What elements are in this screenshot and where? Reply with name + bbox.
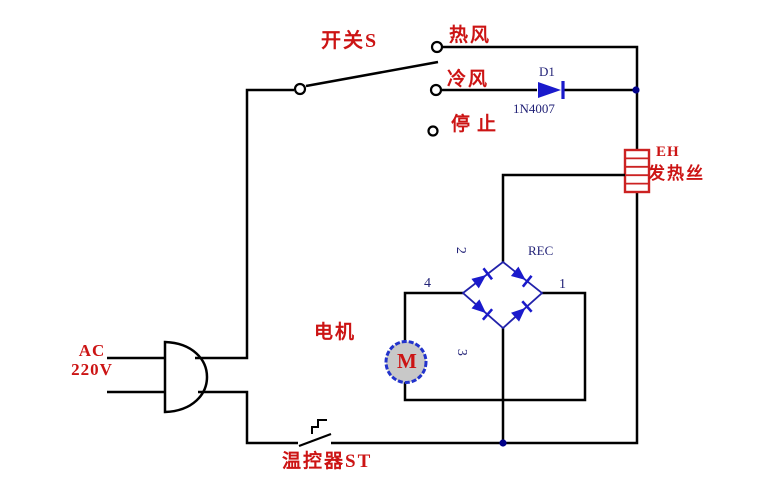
diode-triangle bbox=[538, 82, 561, 98]
dc-loop-wire bbox=[403, 291, 587, 402]
bridge-diode-top-right bbox=[510, 266, 533, 288]
plug-symbol bbox=[107, 340, 209, 414]
junction-dot-bottom-wire bbox=[499, 439, 507, 447]
right-rail-bottom-wire bbox=[331, 192, 639, 445]
cold-air-label: 冷风 bbox=[447, 69, 490, 90]
switch-blade bbox=[305, 60, 439, 88]
plug-body bbox=[163, 340, 209, 414]
heater-coil-lines bbox=[625, 157, 649, 185]
junction-dot-diode-rail bbox=[632, 86, 640, 94]
cold-air-contact bbox=[429, 83, 443, 97]
stop-contact bbox=[427, 125, 439, 137]
rectifier-terminal-1-label: 1 bbox=[559, 277, 566, 292]
diode-part-label: 1N4007 bbox=[513, 101, 555, 116]
bridge-diode-bottom-left bbox=[471, 299, 494, 321]
thermostat-label: 温控器ST bbox=[282, 451, 373, 472]
switch-s bbox=[293, 40, 444, 137]
live-feed-wire bbox=[195, 88, 294, 360]
hot-air-contact bbox=[430, 40, 444, 54]
motor-symbol bbox=[384, 340, 428, 384]
motor-name-label: 电机 bbox=[314, 322, 357, 343]
ac-source-line1: AC bbox=[78, 341, 106, 360]
bridge-diode-top-left bbox=[471, 267, 494, 289]
dc-left-wire bbox=[403, 291, 463, 342]
neutral-feed-wire bbox=[198, 390, 298, 445]
stop-label: 停止 bbox=[451, 114, 504, 135]
rectifier-name-label: REC bbox=[528, 243, 554, 258]
heater-element bbox=[623, 148, 651, 194]
rectifier-terminal-2-label: 2 bbox=[452, 246, 468, 254]
switch-pivot-contact bbox=[293, 82, 307, 96]
bridge-rectifier bbox=[461, 260, 544, 330]
heater-ref-label: EH bbox=[656, 144, 680, 160]
thermostat-blade bbox=[298, 432, 332, 448]
rectifier-terminal-3-label: 3 bbox=[453, 348, 469, 356]
thermostat-symbol bbox=[298, 419, 332, 448]
diode-ref-label: D1 bbox=[539, 64, 555, 79]
ac-source-line2: 220V bbox=[71, 360, 113, 379]
bridge-diode-bottom-right bbox=[511, 300, 533, 322]
hot-air-label: 热风 bbox=[449, 25, 492, 46]
heater-name-label: 发热丝 bbox=[648, 164, 705, 183]
thermostat-bimetal bbox=[311, 419, 327, 434]
motor-m-label: M bbox=[397, 349, 417, 373]
heater-body bbox=[623, 148, 651, 194]
heater-tap-wire bbox=[501, 173, 625, 262]
plug-prongs bbox=[107, 356, 165, 394]
rectifier-terminal-4-label: 4 bbox=[424, 276, 431, 291]
bridge-diamond bbox=[461, 260, 544, 330]
switch-label: 开关S bbox=[321, 30, 379, 52]
ac-source-label: AC 220V bbox=[55, 341, 129, 379]
diode-d1 bbox=[441, 81, 635, 99]
hot-air-wire bbox=[442, 45, 639, 150]
